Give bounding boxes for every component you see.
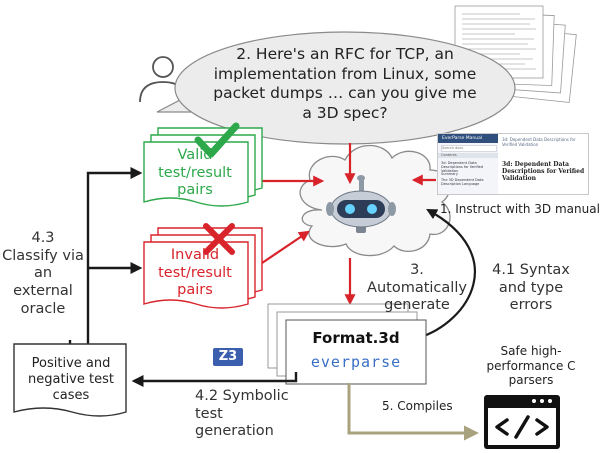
manual-section: Contents	[438, 153, 498, 158]
robot-icon	[326, 175, 396, 233]
everparse-logo: everparse	[310, 353, 402, 371]
invalid-pairs-label: Invalid test/result pairs	[158, 247, 232, 299]
invalid-to-cloud-arrow	[261, 230, 310, 264]
z3-logo-text: Z3	[218, 349, 238, 364]
format-3d-label: Format.3d	[312, 329, 400, 347]
instruct-label: 1. Instruct with 3D manual	[440, 202, 600, 216]
valid-pairs-docs	[143, 127, 263, 207]
manual-title: 3d: Dependent Data Descriptions for Veri…	[502, 161, 585, 183]
test-cases-doc	[13, 343, 127, 417]
syntax-errors-label: 4.1 Syntax and type errors	[492, 262, 570, 314]
manual-search: Search docs	[441, 145, 497, 152]
format-3d-docs	[267, 303, 427, 385]
everparse-manual-screenshot: EverParse Manual Search docs Contents 3d…	[437, 133, 589, 195]
rfc-documents-icon	[454, 5, 577, 103]
auto-generate-label: 3. Automatically generate	[367, 262, 467, 314]
c-parser-window-icon	[484, 395, 560, 449]
red-cross-icon	[203, 223, 235, 255]
symbolic-arrow	[131, 372, 298, 387]
syntax-feedback-arrow	[417, 208, 476, 340]
manual-nav-item: The 3D Dependent Data Description Langua…	[441, 178, 484, 187]
manual-nav-item: Summary	[441, 172, 458, 176]
manual-sidebar: EverParse Manual Search docs Contents 3d…	[438, 134, 498, 194]
symbolic-label: 4.2 Symbolic test generation	[195, 388, 289, 440]
parsers-label: Safe high-performance C parsers	[486, 344, 576, 388]
classify-label: 4.3 Classify via an external oracle	[2, 230, 84, 317]
user-question-text: 2. Here's an RFC for TCP, an implementat…	[213, 45, 477, 123]
manual-breadcrumb: 3d: Dependent Data Descriptions for Veri…	[502, 137, 576, 147]
z3-logo	[213, 348, 243, 366]
test-cases-label: Positive and negative test cases	[28, 356, 114, 403]
manual-nav-item: 3d: Dependent Data Descriptions for Veri…	[441, 161, 484, 174]
compiles-arrow	[347, 383, 479, 441]
manual-header: EverParse Manual	[438, 134, 498, 143]
compiles-label: 5. Compiles	[382, 399, 453, 413]
green-check-icon	[194, 122, 240, 158]
speech-bubble	[156, 31, 516, 145]
valid-pairs-label: Valid test/result pairs	[158, 147, 232, 199]
